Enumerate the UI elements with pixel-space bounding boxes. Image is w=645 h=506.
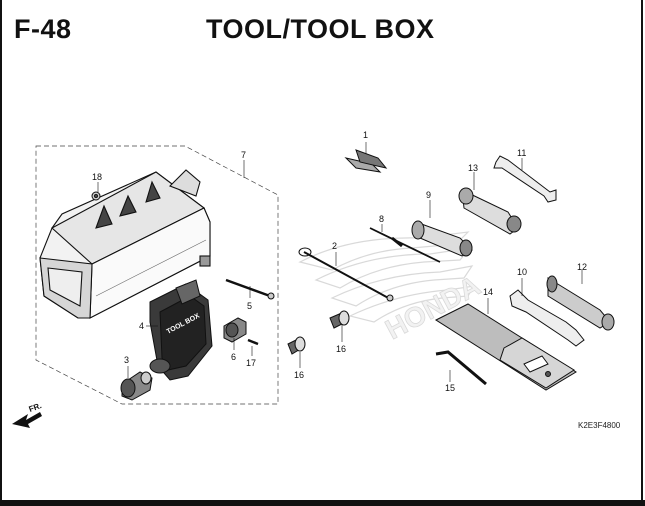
leader-lines (97, 142, 583, 382)
pliers-part-1 (344, 149, 388, 173)
callout-5: 5 (247, 301, 252, 311)
wrench-part-10 (509, 289, 585, 347)
grommet-part-6 (223, 317, 247, 343)
callout-17: 17 (246, 358, 256, 368)
pin-part-17 (247, 338, 259, 346)
hex-key-part-15 (435, 350, 487, 386)
tool-box-lid-part-4: TOOL BOX (149, 279, 213, 381)
bolt-part-5 (225, 278, 275, 300)
callout-11: 11 (517, 148, 526, 158)
screw-part-16b (287, 336, 306, 355)
callout-14: 14 (483, 287, 493, 297)
callout-labels: 1 2 3 4 5 6 7 8 9 10 11 12 13 14 15 16 1… (92, 130, 587, 393)
callout-2: 2 (332, 241, 337, 251)
front-direction-arrow: FR. (12, 401, 43, 428)
screw-part-16a (329, 310, 350, 329)
wrench-part-11 (493, 155, 557, 203)
spanner-handle-part-12 (546, 275, 615, 331)
grommet-part-18 (91, 191, 101, 201)
callout-7: 7 (241, 150, 246, 160)
tool-bag-part-14 (434, 303, 577, 391)
callout-9: 9 (426, 190, 431, 200)
screwdriver-part-8 (369, 227, 441, 263)
callout-12: 12 (577, 262, 587, 272)
diagram-code: K2E3F4800 (578, 421, 621, 430)
toolbox-outline-box (35, 145, 279, 405)
knob-part-3 (120, 371, 153, 401)
page-title: TOOL/TOOL BOX (206, 14, 435, 44)
callout-4: 4 (139, 321, 144, 331)
direction-label: FR. (28, 401, 43, 414)
socket-wrench-part-13 (458, 187, 522, 235)
callout-1: 1 (363, 130, 368, 140)
callout-13: 13 (468, 163, 478, 173)
callout-8: 8 (379, 214, 384, 224)
callout-16a: 16 (336, 344, 346, 354)
callout-15: 15 (445, 383, 455, 393)
bottom-border (0, 500, 645, 506)
callout-10: 10 (517, 267, 527, 277)
figure-number: F-48 (14, 14, 72, 44)
screwdriver-grip-part-9 (411, 220, 473, 257)
extension-bar-part-2 (298, 247, 394, 302)
callout-6: 6 (231, 352, 236, 362)
callout-16b: 16 (294, 370, 304, 380)
callout-18: 18 (92, 172, 102, 182)
callout-3: 3 (124, 355, 129, 365)
tool-box-part-7 (39, 169, 211, 319)
